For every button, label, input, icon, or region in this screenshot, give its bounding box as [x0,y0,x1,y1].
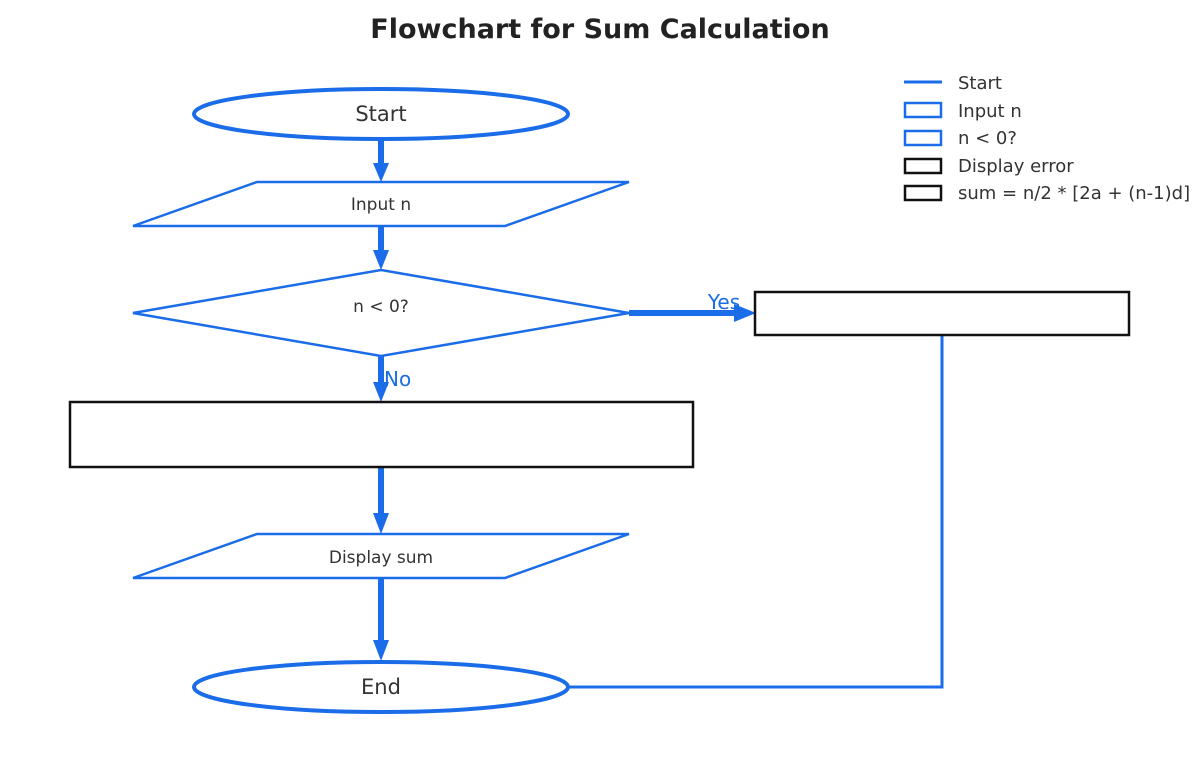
start-node [192,87,570,141]
end-node [192,660,570,714]
diagram-title: Flowchart for Sum Calculation [370,14,829,45]
decision-node-label: n < 0? [353,297,409,317]
display-sum-node [132,532,630,580]
display-sum-node-label: Display sum [329,548,433,568]
arrowhead-decision-no [373,382,389,402]
no-label: No [384,367,411,391]
legend: Start Input n n < 0? Display error sum =… [903,73,1190,204]
legend-label-display-error: Display error [958,156,1074,177]
legend-swatch-input [903,101,943,119]
arrowhead-sum-to-display [373,513,389,534]
sum-calculation-node [68,400,695,469]
legend-label-decision: n < 0? [958,128,1017,149]
legend-label-start: Start [958,73,1002,94]
display-error-node [753,290,1131,337]
end-node-label: End [361,675,401,699]
arrowhead-decision-yes [734,304,756,322]
legend-swatch-sum-formula [903,184,943,202]
yes-label: Yes [707,290,740,314]
legend-label-sum-formula: sum = n/2 * [2a + (n-1)d] [958,183,1190,204]
input-node-label: Input n [351,195,411,215]
legend-swatch-decision [903,129,943,147]
legend-label-input: Input n [958,101,1022,122]
input-node [132,180,630,228]
decision-node [132,268,630,358]
start-node-label: Start [355,102,406,126]
arrowhead-display-to-end [373,640,389,661]
arrowhead-start-to-input [373,163,389,182]
legend-swatch-display-error [903,157,943,175]
edge-error-to-end [569,336,944,689]
arrowhead-input-to-decision [373,250,389,270]
